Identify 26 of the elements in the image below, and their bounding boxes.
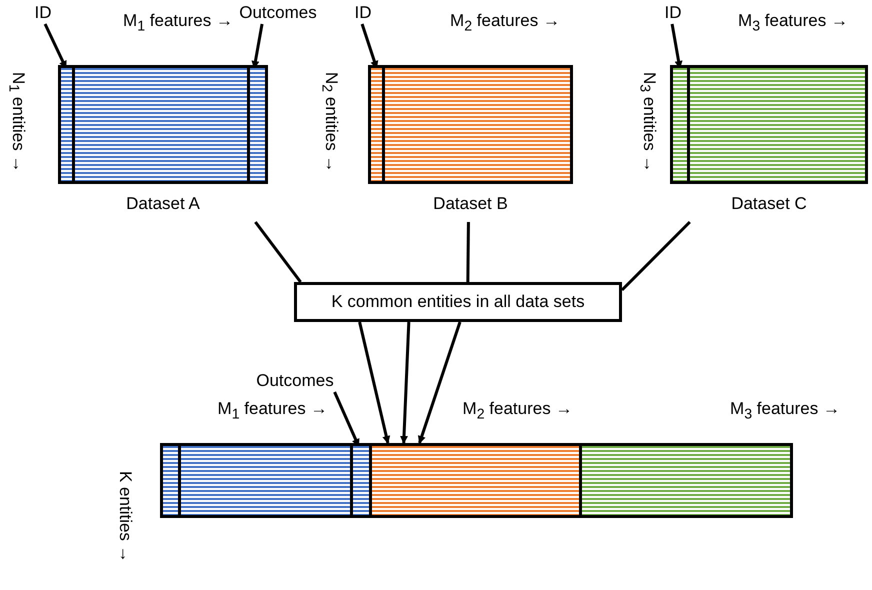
arrow: [358, 322, 390, 444]
arrow: [400, 322, 410, 444]
merged-data-table: [160, 443, 793, 518]
column-header: M$_{2}$ features →: [449, 10, 561, 34]
connector-line: [620, 220, 691, 292]
axis-label: K entities →: [115, 470, 136, 565]
column-header: M$_{1}$ features →: [216, 398, 328, 422]
callout-label: ID: [658, 2, 688, 24]
data-table-section: [372, 446, 582, 515]
table-caption: Dataset A: [125, 193, 201, 215]
table-caption: Dataset B: [432, 193, 509, 215]
column-header: M$_{1}$ features →: [122, 10, 234, 34]
data-table-section: [163, 446, 372, 515]
data-table-section: [582, 446, 790, 515]
column-header: M$_{3}$ features →: [729, 398, 841, 422]
connector-line: [254, 221, 302, 283]
callout-label: ID: [28, 2, 58, 24]
arrow: [418, 322, 462, 444]
column-header: M$_{2}$ features →: [462, 398, 574, 422]
callout-label: ID: [348, 2, 378, 24]
column-header: M$_{3}$ features →: [737, 10, 849, 34]
table-caption: Dataset C: [730, 193, 808, 215]
callout-label: Outcomes: [236, 2, 320, 24]
connector-line: [466, 222, 470, 282]
callout-label: Outcomes: [250, 370, 340, 392]
process-box: K common entities in all data sets: [294, 282, 622, 322]
